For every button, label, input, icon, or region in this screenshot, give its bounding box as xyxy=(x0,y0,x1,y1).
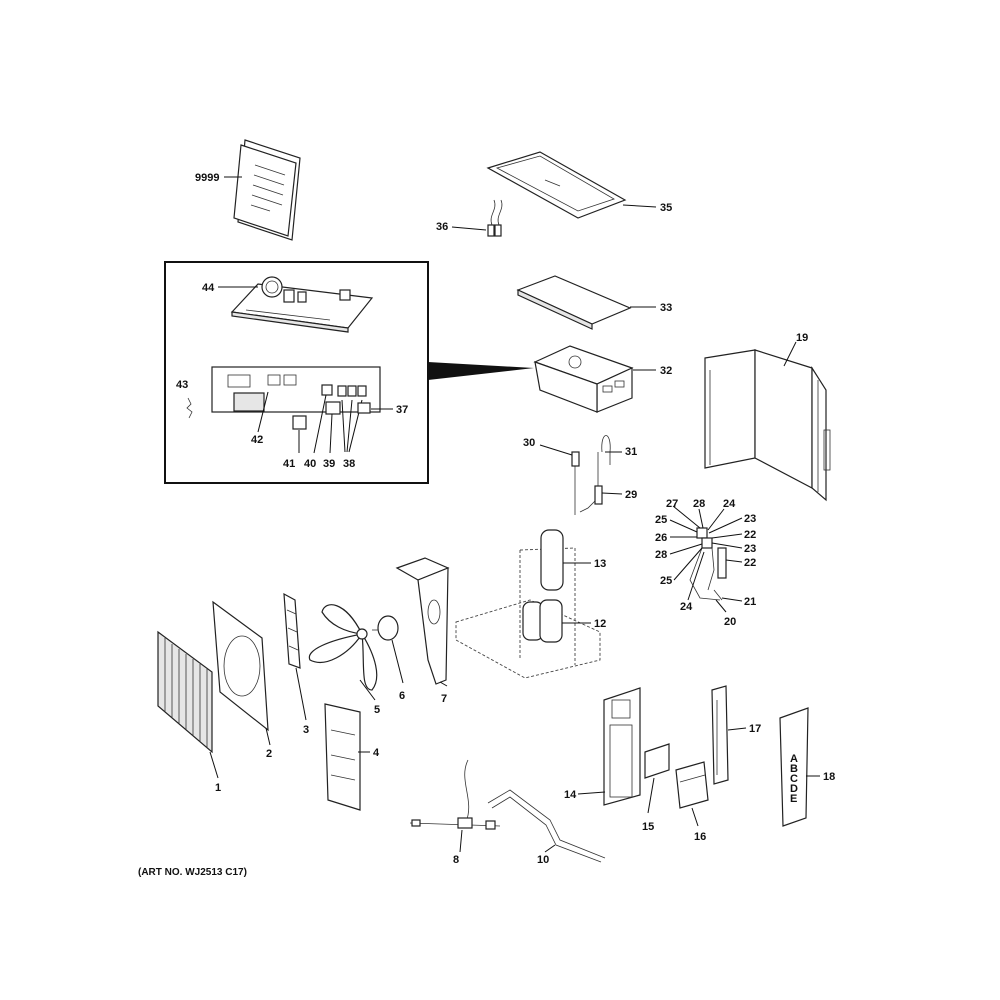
part-35-top-cover[interactable] xyxy=(486,151,627,219)
part-32-control-box[interactable] xyxy=(533,345,634,413)
callout-1: 1 xyxy=(215,782,221,794)
callout-42: 42 xyxy=(251,434,263,446)
callout-6: 6 xyxy=(399,690,405,702)
callout-5: 5 xyxy=(374,704,380,716)
callout-24a: 24 xyxy=(723,498,736,510)
callout-32: 32 xyxy=(660,365,672,377)
callout-2: 2 xyxy=(266,748,272,760)
callout-20: 20 xyxy=(724,616,736,628)
callout-8: 8 xyxy=(453,854,459,866)
part-15-cover[interactable] xyxy=(644,743,670,779)
callout-28b: 28 xyxy=(655,549,667,561)
part-10-connecting-pipe[interactable] xyxy=(487,789,606,863)
callout-44: 44 xyxy=(202,282,215,294)
callout-15: 15 xyxy=(642,821,654,833)
callout-22b: 22 xyxy=(744,557,756,569)
callout-38: 38 xyxy=(343,458,355,470)
part-5-fan-blade[interactable] xyxy=(308,604,378,691)
part-30-29-31-valve-assembly[interactable] xyxy=(571,435,611,516)
part-1-front-grille[interactable] xyxy=(157,630,213,754)
panel-letter-c: C xyxy=(790,773,798,785)
part-44-control-board[interactable] xyxy=(230,276,374,333)
callout-25a: 25 xyxy=(655,514,667,526)
part-37-connector[interactable] xyxy=(357,402,371,414)
part-36-clips[interactable] xyxy=(487,199,503,237)
callout-26: 26 xyxy=(655,532,667,544)
part-33-cover-plate[interactable] xyxy=(516,275,632,330)
part-2-front-panel[interactable] xyxy=(212,600,269,732)
callout-30: 30 xyxy=(523,437,535,449)
part-19-condenser-coil[interactable] xyxy=(704,349,831,502)
part-18-terminal-panel[interactable]: A B C D E xyxy=(779,707,809,827)
art-number: (ART NO. WJ2513 C17) xyxy=(138,867,247,878)
callout-36: 36 xyxy=(436,221,448,233)
callout-18: 18 xyxy=(823,771,835,783)
panel-letter-d: D xyxy=(790,783,798,795)
callout-24b: 24 xyxy=(680,601,693,613)
callout-41: 41 xyxy=(283,458,295,470)
callout-23a: 23 xyxy=(744,513,756,525)
callout-16: 16 xyxy=(694,831,706,843)
part-12-13-compressor-base[interactable] xyxy=(455,529,601,679)
part-6-fan-motor[interactable] xyxy=(372,615,399,641)
callout-22a: 22 xyxy=(744,529,756,541)
part-14-right-side-panel[interactable] xyxy=(603,687,641,806)
part-38-terminals[interactable] xyxy=(337,385,367,397)
callout-29: 29 xyxy=(625,489,637,501)
part-9999-manual[interactable] xyxy=(233,139,301,241)
callout-12: 12 xyxy=(594,618,606,630)
callout-25b: 25 xyxy=(660,575,672,587)
callout-19: 19 xyxy=(796,332,808,344)
callout-3: 3 xyxy=(303,724,309,736)
panel-letter-b: B xyxy=(790,763,798,775)
callout-17: 17 xyxy=(749,723,761,735)
part-20-28-service-valves[interactable] xyxy=(689,527,727,601)
callout-27: 27 xyxy=(666,498,678,510)
panel-letter-e: E xyxy=(790,793,797,805)
callout-13: 13 xyxy=(594,558,606,570)
part-41-relay[interactable] xyxy=(292,415,307,430)
callout-39: 39 xyxy=(323,458,335,470)
part-40-component[interactable] xyxy=(321,384,333,396)
control-box-inset xyxy=(164,261,429,484)
part-7-motor-bracket[interactable] xyxy=(395,557,450,685)
part-8-power-cable[interactable] xyxy=(409,759,501,830)
callout-40: 40 xyxy=(304,458,316,470)
callout-10: 10 xyxy=(537,854,549,866)
part-4-side-panel[interactable] xyxy=(324,703,361,811)
callout-23b: 23 xyxy=(744,543,756,555)
callout-14: 14 xyxy=(564,789,577,801)
panel-letter-a: A xyxy=(790,753,798,765)
part-17-side-bracket[interactable] xyxy=(711,685,729,785)
callout-21: 21 xyxy=(744,596,756,608)
callout-43: 43 xyxy=(176,379,188,391)
callout-9999: 9999 xyxy=(195,172,219,184)
part-3-fan-guard[interactable] xyxy=(283,592,301,669)
callout-28a: 28 xyxy=(693,498,705,510)
part-39-terminal[interactable] xyxy=(325,401,341,415)
part-43-wire[interactable] xyxy=(186,397,193,419)
callout-31: 31 xyxy=(625,446,637,458)
part-16-valve-cover[interactable] xyxy=(675,761,709,809)
callout-37: 37 xyxy=(396,404,408,416)
callout-35: 35 xyxy=(660,202,672,214)
callout-4: 4 xyxy=(373,747,380,759)
callout-7: 7 xyxy=(441,693,447,705)
callout-33: 33 xyxy=(660,302,672,314)
